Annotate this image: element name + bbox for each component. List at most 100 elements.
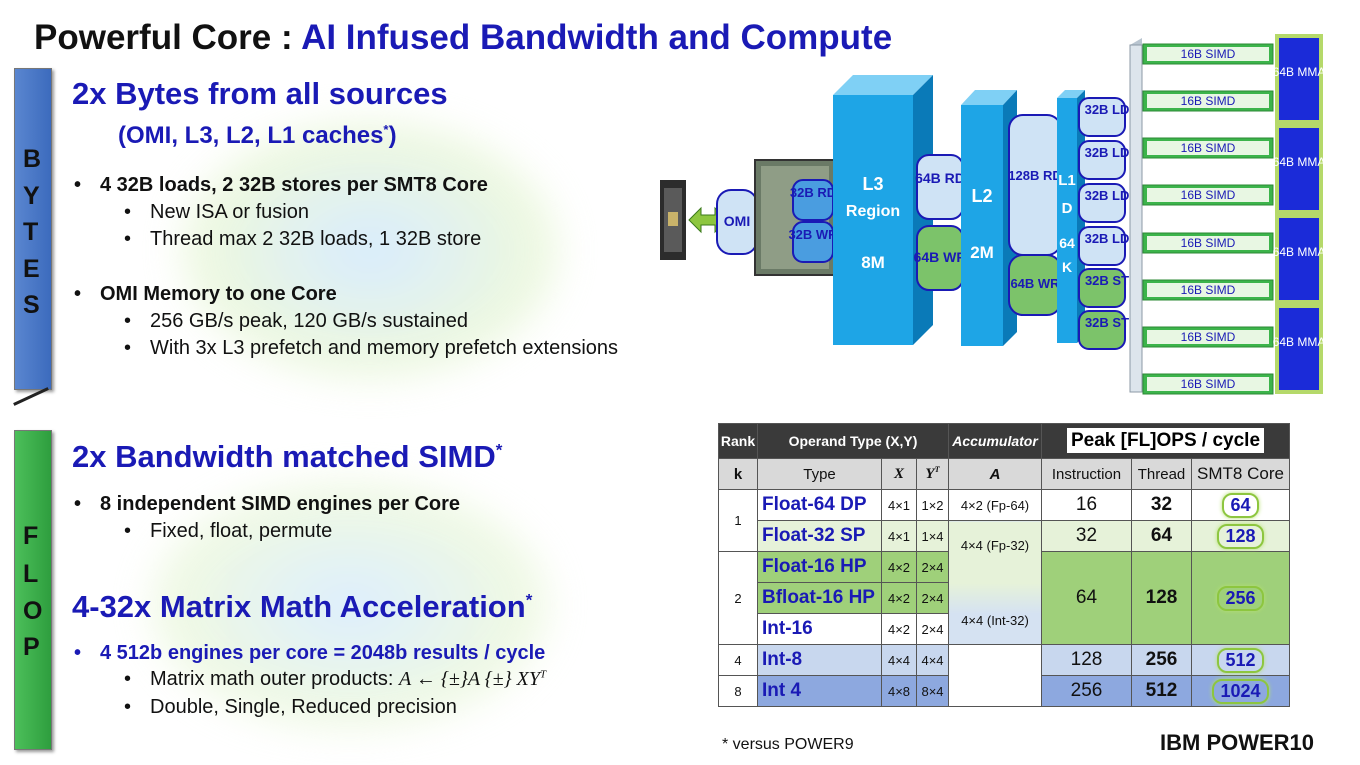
sidebar-letter: L <box>23 560 39 588</box>
rank-cell: 2 <box>718 551 758 645</box>
l3-rd-label: 64B RD <box>915 170 965 186</box>
l1-size-label: 64 <box>1059 235 1075 251</box>
bullet-omi-memory: OMI Memory to one Core <box>74 283 337 306</box>
l1-k-label: K <box>1062 259 1072 275</box>
x-cell: 4×1 <box>881 489 917 521</box>
flop-sidebar <box>14 430 52 750</box>
x-cell: 4×2 <box>881 582 917 614</box>
table-row: 2 Float-16 HP 4×2 2×4 64 128 256 <box>718 551 1290 645</box>
y-cell: 8×4 <box>916 675 949 707</box>
thread-cell: 32 <box>1131 489 1192 521</box>
rank-cell: 4 <box>718 644 758 676</box>
l2-label: L2 <box>971 186 992 206</box>
subheader-type: Type <box>757 458 882 490</box>
core-cell: 512 <box>1191 644 1290 676</box>
mma-label: 64B MMA <box>1273 335 1326 349</box>
header-rank: Rank <box>718 423 758 459</box>
table-row: 4 Int-8 4×4 4×4 128 256 512 <box>718 644 1290 707</box>
thread-cell: 512 <box>1131 675 1192 707</box>
instruction-cell: 64 <box>1041 551 1132 645</box>
sub-bullet: New ISA or fusion <box>124 201 309 224</box>
table-row: Float-32 SP 4×1 1×4 4×4 (Fp-32) 4×4 (Int… <box>719 520 1290 645</box>
simd-label: 16B SIMD <box>1181 188 1236 202</box>
l3-size-label: 8M <box>861 253 885 272</box>
header-accumulator: Accumulator <box>948 423 1042 459</box>
subheader-k: k <box>718 458 758 490</box>
type-cell: Int 4 <box>757 675 882 707</box>
simd-label: 16B SIMD <box>1181 141 1236 155</box>
simd-heading: 2x Bandwidth matched SIMD* <box>72 439 503 474</box>
header-peak: Peak [FL]OPS / cycle <box>1041 423 1290 459</box>
ld-label: 32B LD <box>1085 231 1130 246</box>
l2-rd-label: 128B RD <box>1008 168 1061 183</box>
simd-label: 16B SIMD <box>1181 236 1236 250</box>
sidebar-letter: E <box>23 255 40 283</box>
sidebar-letter: S <box>23 291 40 319</box>
type-cell: Float-16 HP <box>757 551 882 583</box>
subheader-x: X <box>881 458 917 490</box>
subheader-a: A <box>948 458 1042 490</box>
l3-label: L3 <box>862 174 883 194</box>
type-cell: Float-32 SP <box>757 520 882 552</box>
instruction-cell: 128 <box>1041 644 1132 676</box>
rank-cell: 8 <box>718 675 758 707</box>
instruction-cell: 256 <box>1041 675 1132 707</box>
instruction-cell: 16 <box>1041 489 1132 521</box>
sub-bullet: Fixed, float, permute <box>124 520 332 543</box>
bullet-simd-engines: 8 independent SIMD engines per Core <box>74 493 460 516</box>
sub-bullet: Double, Single, Reduced precision <box>124 696 457 719</box>
type-cell: Int-16 <box>757 613 882 645</box>
type-cell: Int-8 <box>757 644 882 676</box>
simd-label: 16B SIMD <box>1181 377 1236 391</box>
thread-cell: 64 <box>1131 520 1192 552</box>
table-row: 1 Float-64 DP 4×1 1×2 4×2 (Fp-64) 16 32 … <box>718 489 1290 552</box>
subheader-core: SMT8 Core <box>1191 458 1290 490</box>
subheader-thread: Thread <box>1131 458 1192 490</box>
y-cell: 2×4 <box>916 613 949 645</box>
simd-label: 16B SIMD <box>1181 283 1236 297</box>
formula: A ← {±}A {±} XY <box>398 668 540 690</box>
mma-label: 64B MMA <box>1273 245 1326 259</box>
table-row: Int-16 4×2 2×4 <box>719 613 1290 645</box>
instruction-cell: 32 <box>1041 520 1132 552</box>
page-title: Powerful Core : AI Infused Bandwidth and… <box>34 18 893 57</box>
y-cell: 1×4 <box>916 520 949 552</box>
sub-bullet: With 3x L3 prefetch and memory prefetch … <box>124 337 618 360</box>
sidebar-letter: T <box>23 218 39 246</box>
bytes-subheading: (OMI, L3, L2, L1 caches*) <box>118 122 397 149</box>
bullet-matrix-engines: 4 512b engines per core = 2048b results … <box>74 642 545 665</box>
brand-label: IBM POWER10 <box>1160 730 1315 755</box>
l1-d-label: D <box>1062 200 1073 217</box>
simd-label: 16B SIMD <box>1181 47 1236 61</box>
mma-label: 64B MMA <box>1273 155 1326 169</box>
x-cell: 4×1 <box>881 520 917 552</box>
y-cell: 4×4 <box>916 644 949 676</box>
core-cell: 1024 <box>1191 675 1290 707</box>
accumulator-cell: 4×2 (Fp-64) <box>948 489 1042 521</box>
simd-engines <box>1142 43 1274 395</box>
mma-label: 64B MMA <box>1273 65 1326 79</box>
sidebar-letter: B <box>23 145 42 173</box>
bullet-loads-stores: 4 32B loads, 2 32B stores per SMT8 Core <box>74 174 488 197</box>
sidebar-letter: Y <box>23 182 40 210</box>
x-cell: 4×4 <box>881 644 917 676</box>
sub-bullet: Thread max 2 32B loads, 1 32B store <box>124 228 481 251</box>
sub-bullet-outer-products: Matrix math outer products: A ← {±}A {±}… <box>124 668 546 691</box>
omi-label: OMI <box>724 213 750 229</box>
subheader-instruction: Instruction <box>1041 458 1132 490</box>
l2-size-label: 2M <box>970 243 994 262</box>
sidebar-letter: O <box>23 597 43 625</box>
subheader-yt: YT <box>916 458 949 490</box>
table-row: Bfloat-16 HP 4×2 2×4 <box>719 582 1290 614</box>
rank-cell: 1 <box>718 489 758 552</box>
core-cell: 128 <box>1191 520 1290 552</box>
st-label: 32B ST <box>1085 273 1129 288</box>
l2-wr-label: 64B WR <box>1010 276 1060 291</box>
x-cell: 4×8 <box>881 675 917 707</box>
mem-wr-label: 32B WR <box>788 227 838 242</box>
mem-rd-label: 32B RD <box>790 185 836 200</box>
y-cell: 2×4 <box>916 582 949 614</box>
l3-wr-label: 64B WR <box>914 249 967 265</box>
type-cell: Float-64 DP <box>757 489 882 521</box>
y-cell: 1×2 <box>916 489 949 521</box>
